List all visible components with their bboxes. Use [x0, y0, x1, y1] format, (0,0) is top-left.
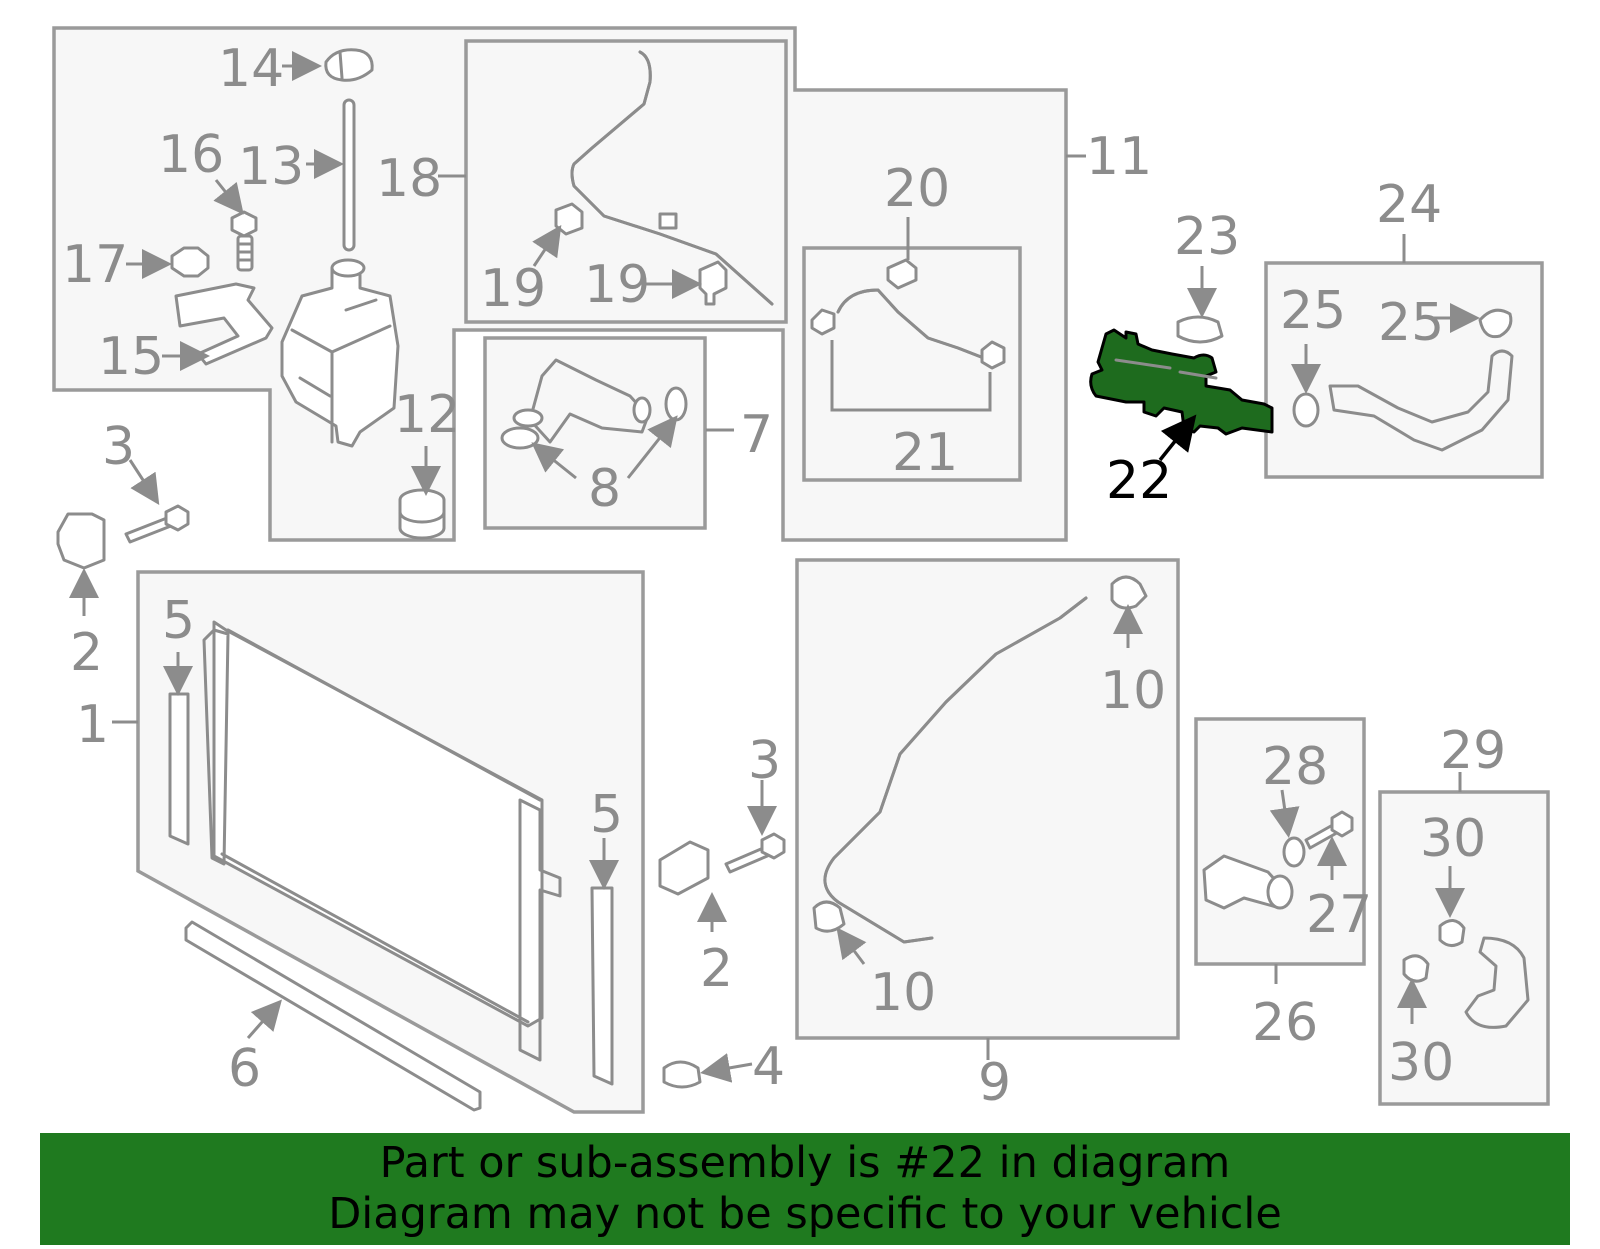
callout-21: 21 — [892, 423, 958, 483]
callout-7: 7 — [740, 405, 773, 465]
leader-lines — [69, 51, 1480, 1083]
coolant-reservoir-part — [280, 258, 400, 448]
callout-8: 8 — [588, 459, 621, 519]
bolt-3b-part — [724, 832, 786, 874]
callout-1: 1 — [76, 695, 109, 755]
callout-12: 12 — [394, 385, 460, 445]
callout-9: 9 — [978, 1053, 1011, 1113]
clamp-8a-part — [500, 426, 540, 450]
callout-3a: 3 — [102, 417, 135, 477]
bolt-16-part — [230, 210, 258, 272]
clamp-30b-part — [1402, 954, 1430, 983]
callout-17: 17 — [62, 235, 128, 295]
footer-banner: Part or sub-assembly is #22 in diagram D… — [40, 1133, 1570, 1245]
callout-30b: 30 — [1388, 1033, 1454, 1093]
clamp-8b-part — [664, 386, 688, 422]
callout-14: 14 — [218, 39, 284, 99]
seal-6-part — [184, 920, 482, 1112]
callout-24: 24 — [1376, 175, 1442, 235]
cap-23-part — [1176, 315, 1224, 344]
callout-13: 13 — [238, 137, 304, 197]
callout-25b: 25 — [1378, 293, 1444, 353]
callout-10a: 10 — [1100, 661, 1166, 721]
callout-23: 23 — [1174, 207, 1240, 267]
bolt-27-part — [1304, 810, 1354, 850]
washer-28-part — [1282, 836, 1306, 868]
callout-5a: 5 — [162, 591, 195, 651]
group-box-9 — [795, 558, 1180, 1040]
callout-19a: 19 — [480, 259, 546, 319]
seal-5a-part — [168, 692, 190, 846]
overflow-tube-part — [342, 98, 356, 252]
pipe-21-part — [810, 217, 1006, 412]
callout-10b: 10 — [870, 963, 936, 1023]
callout-4: 4 — [752, 1037, 785, 1097]
group-box-18 — [464, 39, 788, 324]
nut-4-part — [662, 1060, 702, 1089]
clip-19b-part — [698, 260, 728, 306]
clip-19a-part — [554, 202, 584, 236]
clamp-10b-part — [812, 900, 846, 933]
sensor-26-part — [1202, 854, 1294, 910]
pad-12-part — [398, 488, 446, 540]
callout-22[interactable]: 22 — [1106, 451, 1172, 511]
callout-28: 28 — [1262, 737, 1328, 797]
callout-30a: 30 — [1420, 809, 1486, 869]
hose-9-part — [823, 596, 1088, 944]
callout-2a: 2 — [70, 623, 103, 683]
callout-19b: 19 — [584, 255, 650, 315]
bracket-2b-part — [658, 840, 710, 896]
callout-5b: 5 — [590, 785, 623, 845]
callout-11: 11 — [1086, 127, 1152, 187]
group-box-29 — [1378, 790, 1550, 1106]
seal-5b-part — [590, 886, 614, 1086]
callout-18: 18 — [376, 149, 442, 209]
bolt-3a-part — [124, 504, 190, 544]
bracket-15-part — [174, 282, 274, 366]
callout-22-leader — [1158, 414, 1197, 462]
callout-27: 27 — [1306, 885, 1372, 945]
callout-29: 29 — [1440, 721, 1506, 781]
callout-20: 20 — [884, 159, 950, 219]
callout-16: 16 — [158, 125, 224, 185]
callout-6: 6 — [228, 1039, 261, 1099]
callout-15: 15 — [98, 327, 164, 387]
clip-2a-part — [56, 512, 106, 570]
reservoir-cap-part — [324, 48, 374, 82]
callout-25a: 25 — [1280, 281, 1346, 341]
callout-3b: 3 — [748, 731, 781, 791]
callout-2b: 2 — [700, 939, 733, 999]
hose-29-part — [1464, 936, 1530, 1029]
clamp-30a-part — [1438, 919, 1466, 947]
hose-18-part — [570, 50, 774, 306]
footer-disclaimer: Diagram may not be specific to your vehi… — [328, 1189, 1282, 1239]
callout-26: 26 — [1252, 993, 1318, 1053]
footer-part-note: Part or sub-assembly is #22 in diagram — [379, 1138, 1231, 1188]
hose-24-part — [1292, 308, 1514, 452]
nut-17-part — [170, 246, 210, 278]
water-outlet-22-highlighted-part[interactable] — [1089, 328, 1274, 436]
radiator-part — [202, 620, 562, 1062]
